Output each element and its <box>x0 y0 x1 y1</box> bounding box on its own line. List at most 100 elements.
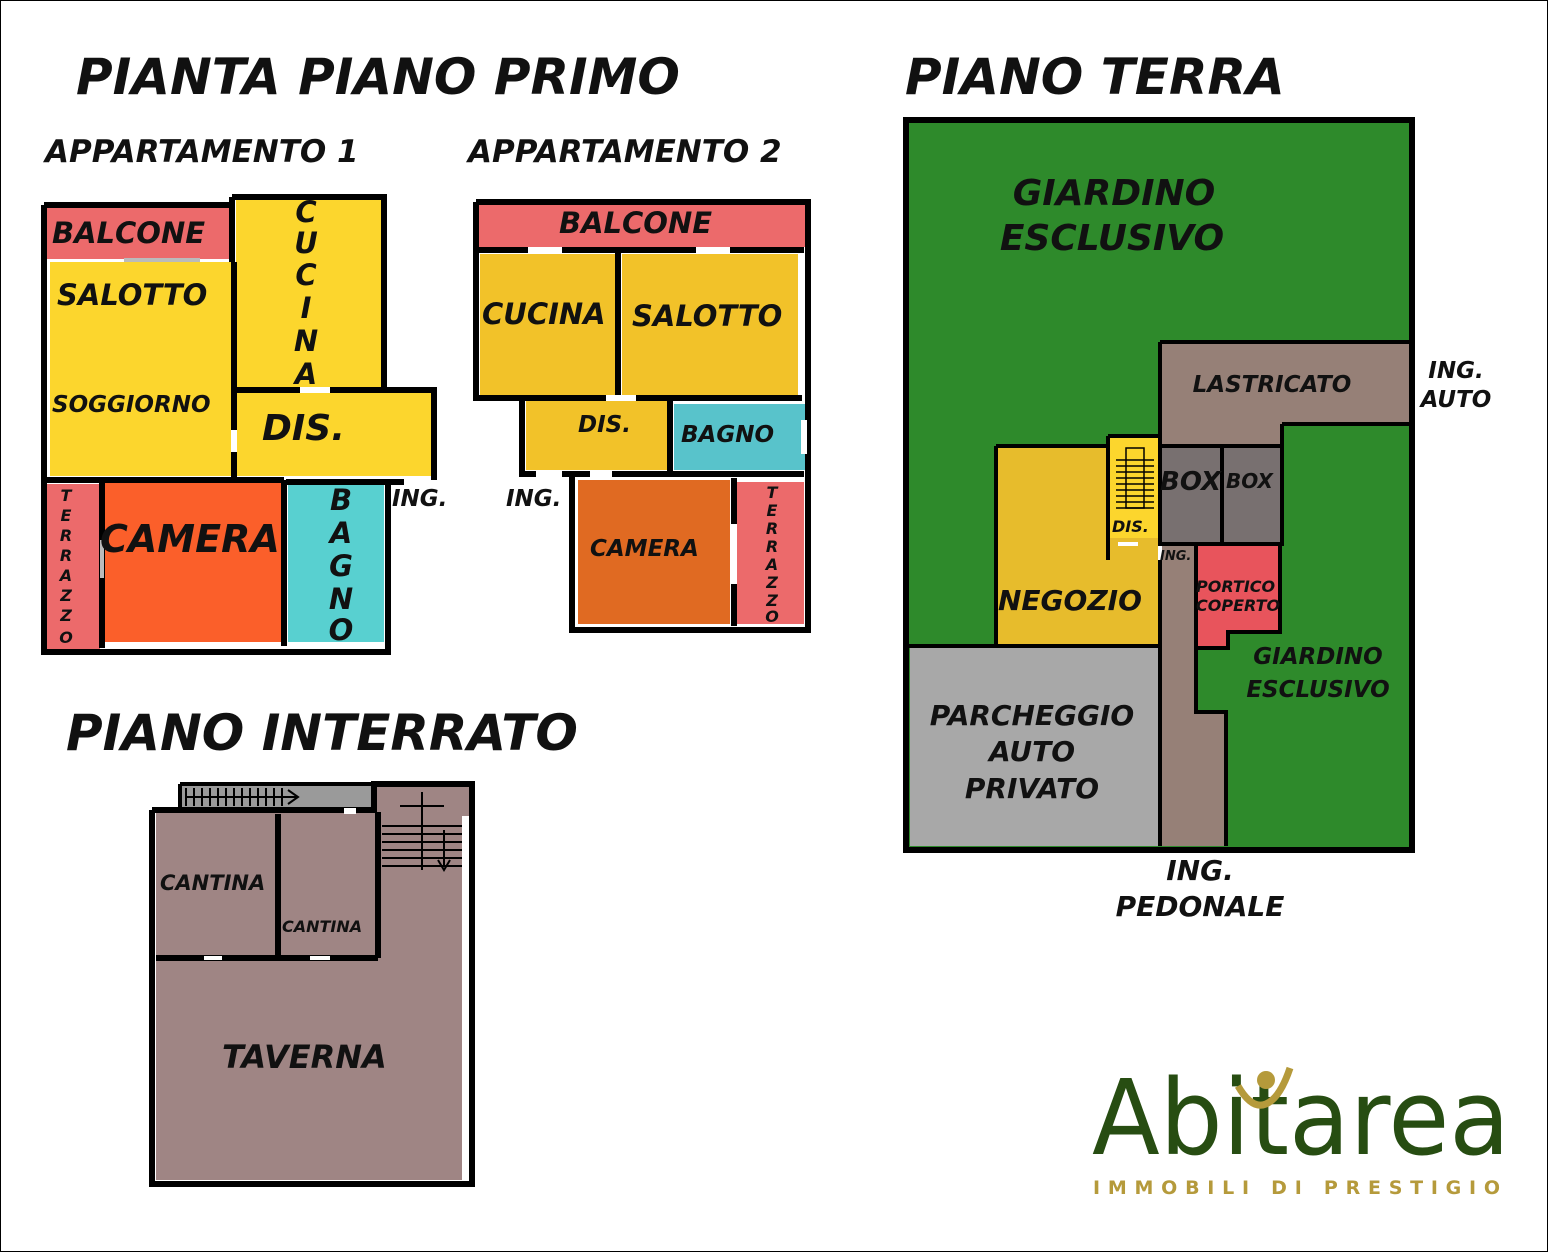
label-cucina-vertical: C U C I N A <box>293 195 318 391</box>
room-bagno <box>288 484 384 642</box>
label-ing-auto-1: ING. <box>1428 358 1483 384</box>
label-giardino-right-2: ESCLUSIVO <box>1246 677 1389 703</box>
label-ing-terra: ING. <box>1160 549 1191 564</box>
logo-figure-icon <box>1234 1066 1294 1109</box>
svg-text:A: A <box>293 357 317 391</box>
room-taverna-area <box>156 812 462 1180</box>
label-ing-pedonale-2: PEDONALE <box>1116 890 1285 923</box>
label-ing-auto-2: AUTO <box>1419 387 1492 413</box>
label-soggiorno: SOGGIORNO <box>52 392 211 418</box>
svg-text:T: T <box>767 483 779 502</box>
title-piano-terra: PIANO TERRA <box>905 48 1285 106</box>
label-ingresso-2: ING. <box>506 486 561 512</box>
label-ingresso: ING. <box>392 486 447 512</box>
piano-terra-plan: GIARDINO ESCLUSIVO LASTRICATO ING. AUTO … <box>903 117 1492 923</box>
svg-text:Z: Z <box>765 573 778 592</box>
label-giardino-right-1: GIARDINO <box>1253 644 1382 670</box>
room-box-2 <box>1224 448 1280 544</box>
area-parcheggio <box>910 648 1158 846</box>
label-negozio: NEGOZIO <box>998 584 1142 617</box>
title-appartamento-2: APPARTAMENTO 2 <box>465 134 782 170</box>
room-bagno-2 <box>674 404 808 470</box>
label-box-1: BOX <box>1160 467 1223 497</box>
label-camera: CAMERA <box>100 517 280 561</box>
label-bagno-2: BAGNO <box>681 422 774 448</box>
label-cantina-2: CANTINA <box>282 917 362 936</box>
label-parcheggio-3: PRIVATO <box>965 772 1099 805</box>
room-salotto-2 <box>622 254 798 396</box>
svg-text:I: I <box>301 291 312 325</box>
svg-text:Z: Z <box>765 591 778 610</box>
room-balcone <box>46 207 230 259</box>
svg-text:R: R <box>766 519 778 538</box>
stair-right-icon <box>382 792 462 872</box>
svg-text:N: N <box>329 582 353 616</box>
svg-text:Z: Z <box>59 606 72 625</box>
room-balcone-2 <box>478 205 806 247</box>
label-parcheggio-1: PARCHEGGIO <box>930 699 1134 732</box>
label-portico-1: PORTICO <box>1196 577 1276 596</box>
room-terrazzo-2 <box>736 482 804 624</box>
label-terrazzo-vertical: T E R R A Z Z O <box>58 486 73 647</box>
svg-text:C: C <box>295 258 316 292</box>
room-disimpegno <box>236 392 432 476</box>
svg-text:R: R <box>60 526 72 545</box>
svg-text:R: R <box>766 537 778 556</box>
svg-text:O: O <box>59 628 73 647</box>
label-salotto-2: SALOTTO <box>632 299 782 333</box>
svg-text:R: R <box>60 546 72 565</box>
label-balcone-2: BALCONE <box>559 206 712 240</box>
label-parcheggio-2: AUTO <box>987 735 1075 768</box>
room-box-1 <box>1160 448 1222 544</box>
label-balcone: BALCONE <box>52 216 205 250</box>
svg-text:T: T <box>61 486 73 505</box>
room-cucina <box>236 200 382 390</box>
svg-text:E: E <box>61 506 72 525</box>
label-salotto: SALOTTO <box>57 278 207 312</box>
room-camera <box>104 482 286 642</box>
abitarea-logo: Abitarea IMMOBILI DI PRESTIGIO <box>1092 1057 1510 1199</box>
logo-tagline: IMMOBILI DI PRESTIGIO <box>1093 1177 1509 1199</box>
stair-top-icon <box>185 788 300 806</box>
title-piano-primo: PIANTA PIANO PRIMO <box>76 48 680 106</box>
svg-text:A: A <box>764 555 778 574</box>
svg-text:U: U <box>294 226 318 260</box>
room-disimpegno-2 <box>526 400 668 470</box>
svg-text:O: O <box>765 607 779 626</box>
room-dis-stair <box>1110 438 1158 538</box>
label-cucina-2: CUCINA <box>482 297 606 331</box>
appartamento-1-plan: BALCONE SALOTTO SOGGIORNO C U C I N A DI… <box>41 194 447 655</box>
label-dis-2: DIS. <box>578 412 631 438</box>
svg-text:E: E <box>767 501 778 520</box>
room-camera-2 <box>578 480 730 624</box>
logo-wordmark: Abitarea <box>1092 1057 1510 1179</box>
label-dis-terra: DIS. <box>1112 517 1149 536</box>
svg-text:O: O <box>329 613 354 647</box>
label-camera-2: CAMERA <box>590 536 699 562</box>
label-giardino-top-2: ESCLUSIVO <box>1000 218 1224 259</box>
svg-text:G: G <box>329 549 353 583</box>
svg-text:C: C <box>295 195 316 229</box>
svg-text:Z: Z <box>59 586 72 605</box>
title-appartamento-1: APPARTAMENTO 1 <box>42 134 359 170</box>
svg-text:N: N <box>294 324 318 358</box>
label-giardino-top-1: GIARDINO <box>1013 173 1216 214</box>
appartamento-2-plan: BALCONE CUCINA SALOTTO DIS. BAGNO ING. C… <box>473 199 811 633</box>
svg-text:B: B <box>330 483 352 517</box>
svg-text:A: A <box>58 566 72 585</box>
area-portico <box>1196 546 1280 646</box>
piano-interrato-plan: CANTINA CANTINA TAVERNA <box>149 781 475 1187</box>
label-dis: DIS. <box>262 408 345 449</box>
label-cantina-1: CANTINA <box>160 871 265 895</box>
label-taverna: TAVERNA <box>222 1038 387 1076</box>
label-terrazzo-2-vertical: T E R R A Z Z O <box>764 483 779 626</box>
svg-text:A: A <box>328 516 352 550</box>
title-piano-interrato: PIANO INTERRATO <box>66 704 578 762</box>
stair-terra-icon <box>1116 447 1154 509</box>
label-box-2: BOX <box>1226 469 1275 493</box>
label-ing-pedonale-1: ING. <box>1166 854 1233 887</box>
label-bagno-vertical: B A G N O <box>328 483 354 647</box>
label-portico-2: COPERTO <box>1196 596 1281 615</box>
room-terrazzo <box>46 484 100 650</box>
